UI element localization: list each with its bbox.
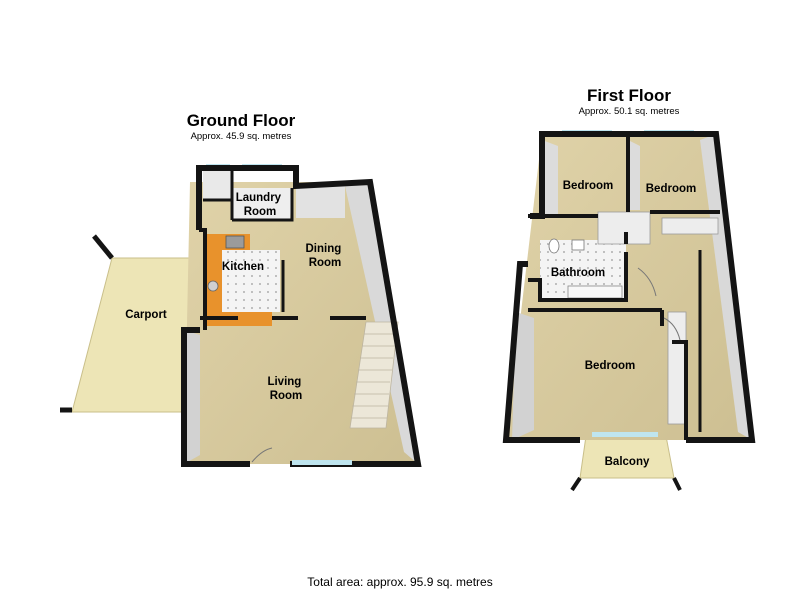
- room-label-bedroom-2: Bedroom: [646, 183, 696, 195]
- first-floor-title: First Floor: [587, 86, 671, 105]
- toilet: [548, 238, 560, 254]
- sink: [207, 280, 219, 292]
- carport-post: [92, 234, 114, 260]
- room-label-dining: Dining Room: [306, 243, 345, 269]
- balcony-rail: [570, 476, 582, 492]
- kitchen-floor: [222, 250, 280, 312]
- ground-floor-area-label: Approx. 45.9 sq. metres: [191, 131, 292, 142]
- room-label-bedroom-3: Bedroom: [585, 360, 635, 372]
- wardrobe: [667, 311, 687, 425]
- room-label-bathroom: Bathroom: [551, 267, 605, 279]
- room-label-balcony: Balcony: [605, 456, 650, 468]
- carport-area: [71, 257, 196, 413]
- total-area-label: Total area: approx. 95.9 sq. metres: [307, 575, 492, 589]
- staircase: [349, 321, 399, 429]
- door-swing: [637, 267, 657, 297]
- laundry-closet: [203, 168, 232, 200]
- room-label-kitchen: Kitchen: [222, 261, 264, 273]
- balcony-rail: [672, 477, 682, 491]
- bathroom-sink: [571, 239, 585, 251]
- wall-face: [296, 186, 345, 218]
- wardrobe: [661, 217, 719, 235]
- ground-floor-walls: [181, 165, 422, 467]
- ground-floor-title: Ground Floor: [187, 111, 296, 130]
- first-floor-walls: [502, 131, 756, 443]
- wall-face: [628, 140, 640, 210]
- laundry-room-area: [232, 188, 292, 220]
- wall-face: [184, 330, 200, 464]
- first-floor-plan: First Floor Approx. 50.1 sq. metres Bedr…: [502, 86, 756, 492]
- wall-face: [542, 140, 558, 216]
- room-label-laundry: Laundry Room: [236, 192, 285, 218]
- stove: [225, 235, 245, 249]
- ground-floor-plan: Ground Floor Approx. 45.9 sq. metres Lau…: [60, 111, 422, 467]
- first-floor-area-label: Approx. 50.1 sq. metres: [579, 106, 680, 117]
- window: [292, 460, 352, 465]
- wall-face: [512, 312, 534, 440]
- door-swing: [663, 317, 681, 341]
- door-swing: [251, 447, 273, 463]
- room-label-carport: Carport: [125, 309, 167, 321]
- room-label-living: Living Room: [267, 376, 304, 402]
- window: [592, 432, 658, 437]
- bathtub: [567, 285, 623, 299]
- room-label-bedroom-1: Bedroom: [563, 180, 613, 192]
